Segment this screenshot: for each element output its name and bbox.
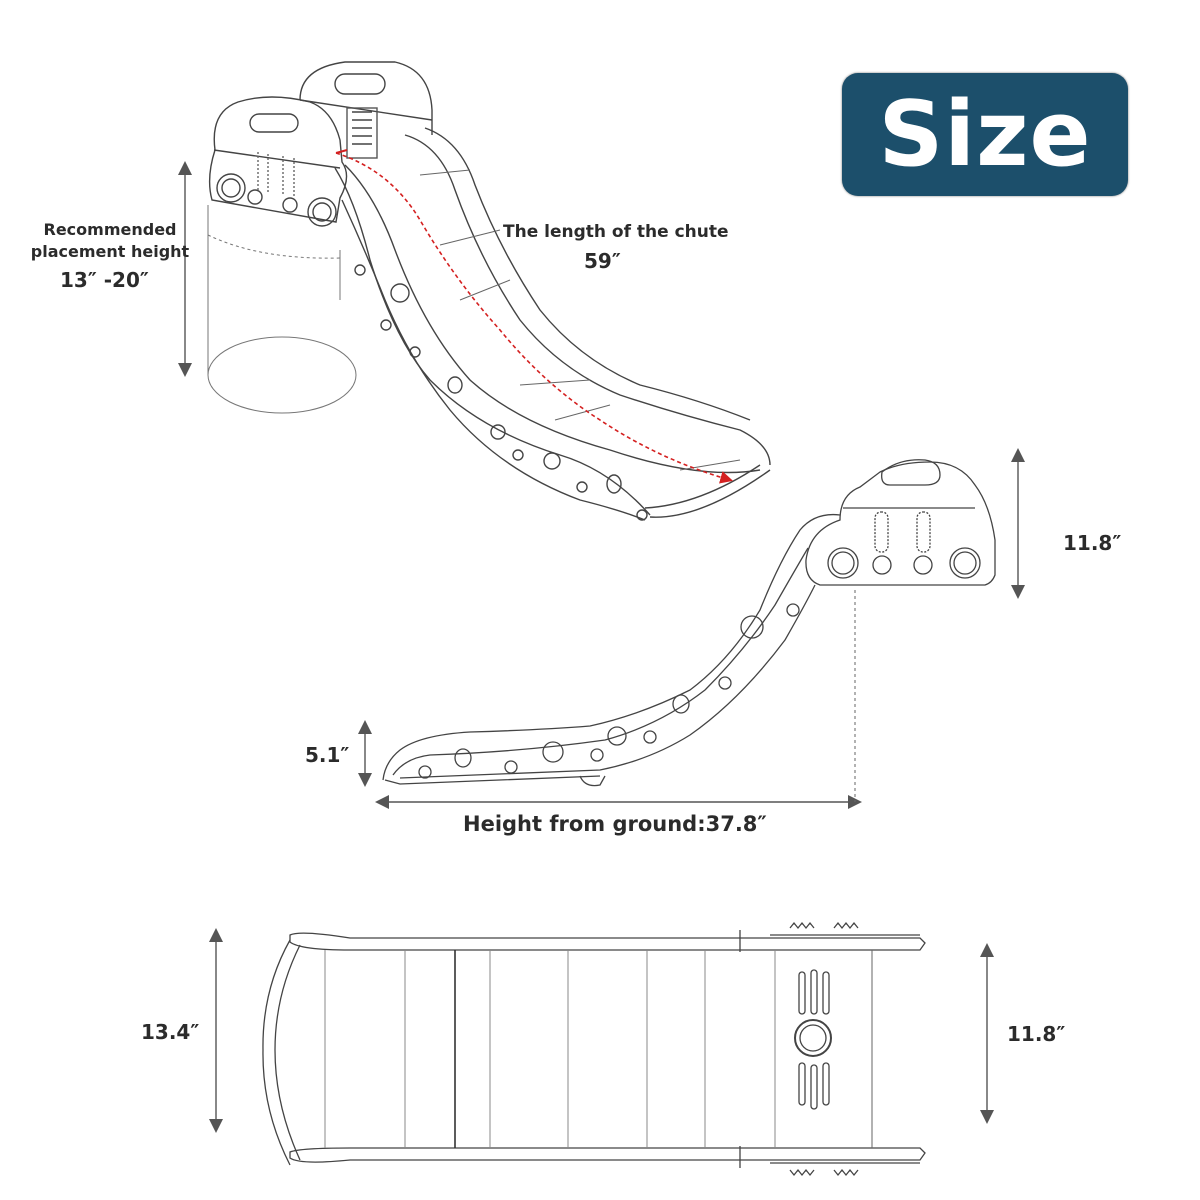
- top-view-slide-drawing: [262, 921, 926, 1177]
- front-car-head-icon: [208, 96, 348, 227]
- chute-length-label: The length of the chute: [503, 222, 729, 242]
- pedestal-cylinder-icon: [207, 205, 357, 414]
- placement-label-line1: Recommended: [43, 220, 177, 239]
- placement-height-value: 13″ -20″: [60, 268, 149, 292]
- end-height-value: 5.1″: [305, 743, 350, 767]
- size-title-badge: Size: [842, 73, 1128, 196]
- back-car-head-icon: [299, 61, 433, 159]
- chute-length-arrow: [335, 152, 734, 484]
- size-title-text: Size: [878, 81, 1092, 187]
- ground-length-label: Height from ground:37.8″: [463, 812, 767, 836]
- platform-height-value: 11.8″: [1063, 531, 1122, 555]
- placement-height-label: Recommended placement height: [28, 219, 192, 263]
- top-width-left-value: 13.4″: [141, 1020, 200, 1044]
- star-emblem-icon: [740, 615, 764, 639]
- perspective-slide-drawing: [207, 61, 771, 521]
- bee-emblem-icon: [454, 748, 472, 768]
- chute-length-value: 59″: [584, 249, 621, 273]
- platform-logo-icon: [794, 1019, 832, 1057]
- top-width-right-value: 11.8″: [1007, 1022, 1066, 1046]
- butterfly-emblem-icon: [447, 376, 463, 394]
- chute-rails: [334, 127, 771, 521]
- butterfly-emblem-icon: [672, 694, 690, 714]
- side-view-slide-drawing: [382, 459, 996, 787]
- placement-label-line2: placement height: [30, 242, 190, 261]
- star-emblem-icon: [543, 452, 561, 470]
- star-emblem-icon: [542, 741, 564, 763]
- side-car-platform-icon: [805, 459, 996, 586]
- bee-emblem-icon: [606, 474, 622, 494]
- star-emblem-icon: [390, 283, 410, 303]
